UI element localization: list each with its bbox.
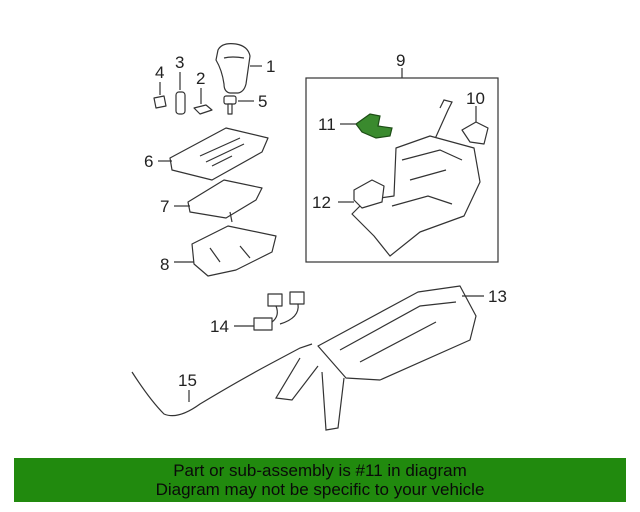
info-banner: Part or sub-assembly is #11 in diagram D… xyxy=(14,458,626,502)
part-5-screw xyxy=(223,95,237,115)
callout-6: 6 xyxy=(144,152,153,171)
part-3-spring xyxy=(175,91,186,115)
part-6-indicator-panel xyxy=(169,127,269,181)
callout-3: 3 xyxy=(175,53,184,72)
part-14-wiring-harness xyxy=(253,291,305,331)
banner-line-2: Diagram may not be specific to your vehi… xyxy=(155,480,485,499)
parts-diagram: 1 2 3 4 5 6 7 8 9 xyxy=(131,43,507,431)
part-11-bracket-highlighted xyxy=(355,113,393,139)
callout-11: 11 xyxy=(318,115,336,134)
part-7-slide-plate xyxy=(187,179,263,223)
callout-4: 4 xyxy=(155,63,164,82)
callout-2: 2 xyxy=(196,69,205,88)
callout-9: 9 xyxy=(396,51,405,70)
part-4-button xyxy=(153,95,167,109)
part-10-clip xyxy=(461,121,489,145)
callout-1: 1 xyxy=(266,57,275,76)
part-13-base-tray xyxy=(275,285,477,431)
callout-5: 5 xyxy=(258,92,267,111)
callout-8: 8 xyxy=(160,255,169,274)
part-12-switch xyxy=(353,179,385,209)
part-8-bracket xyxy=(191,225,277,277)
callout-13: 13 xyxy=(488,287,507,306)
part-15-shift-cable xyxy=(131,343,313,417)
part-2-clip xyxy=(193,104,213,115)
callout-7: 7 xyxy=(160,197,169,216)
callout-14: 14 xyxy=(210,317,229,336)
callout-12: 12 xyxy=(312,193,331,212)
part-1-shift-knob xyxy=(215,43,251,94)
callout-15: 15 xyxy=(178,371,197,390)
callout-10: 10 xyxy=(466,89,485,108)
banner-line-1: Part or sub-assembly is #11 in diagram xyxy=(173,461,467,480)
